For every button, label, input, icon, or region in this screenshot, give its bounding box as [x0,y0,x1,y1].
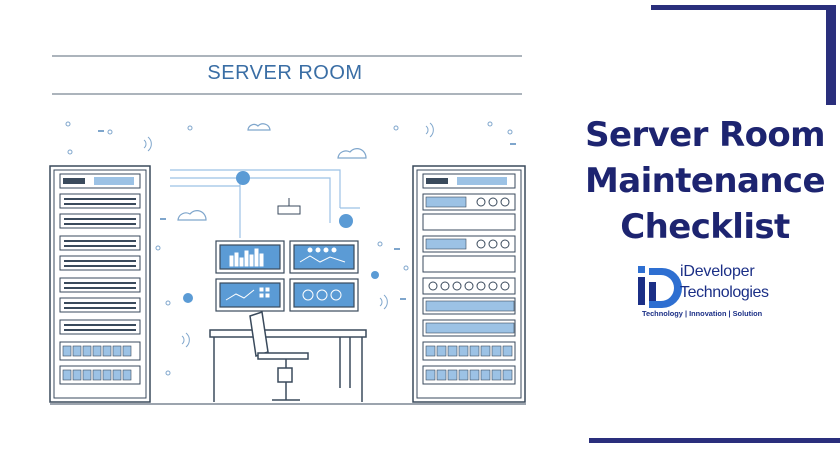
server-rack-left-icon [49,165,151,403]
title-line-1: Server Room [585,115,825,155]
id-logo-mark-icon [638,266,682,308]
router-icon [277,198,301,215]
monitor-icon [215,240,359,312]
title-line-3: Checklist [620,207,790,247]
server-rack-right-icon [412,165,526,403]
office-chair-icon [249,311,309,401]
title-line-2: Maintenance [585,161,826,201]
desk-icon [209,329,367,402]
logo-wordmark-line-1: iDeveloper [680,263,755,280]
corner-accent-bar-top [651,5,836,10]
bottom-accent-bar [589,438,840,443]
server-room-illustration [49,55,526,405]
corner-accent-bar-side [826,5,836,105]
illustration-heading: SERVER ROOM [207,62,363,84]
logo-wordmark-line-2: Technologies [680,284,769,301]
page-title: Server Room Maintenance Checklist [560,112,840,250]
company-logo: iDeveloper Technologies Technology | Inn… [634,262,774,322]
logo-tagline: Technology | Innovation | Solution [642,309,763,318]
